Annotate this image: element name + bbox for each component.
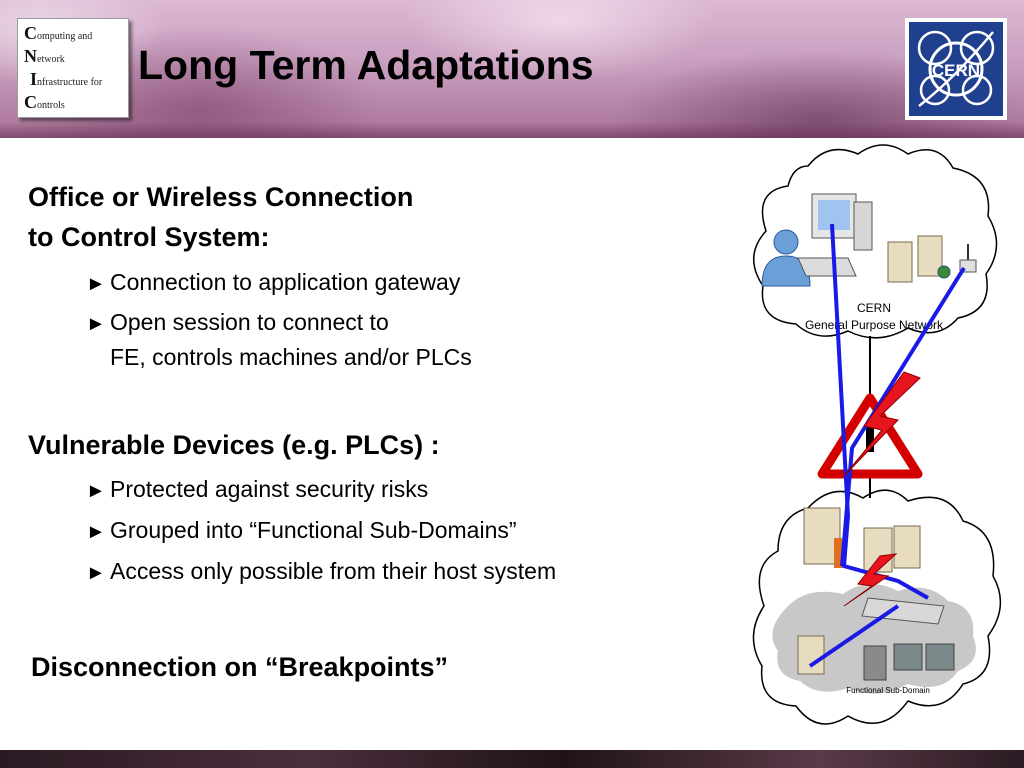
bullet-arrow-icon: ► <box>86 480 106 502</box>
server-icon <box>887 235 951 283</box>
subdomain-label: Functional Sub-Domain <box>846 686 930 695</box>
cern-logo-text: CERN <box>932 61 980 80</box>
lightning-bolt-icon-2 <box>843 553 898 607</box>
network-diagram: CERN General Purpose Network Functional … <box>752 144 1002 725</box>
lightning-bolt-icon <box>843 371 921 477</box>
logo-line-2: Network <box>24 46 65 66</box>
logo-line-4: Controls <box>24 92 65 112</box>
blue-link-plc <box>808 604 900 668</box>
bullet-arrow-icon: ► <box>86 562 106 584</box>
heading-disconnection: Disconnection on “Breakpoints” <box>31 652 449 682</box>
bullet-arrow-icon: ► <box>86 521 106 543</box>
header-banner: Computing and Network Infrastructure for… <box>0 0 1024 138</box>
logo-line-1: Computing and <box>24 23 93 43</box>
bullet-application-gateway: ►Connection to application gateway <box>86 266 460 301</box>
bullet-protected: ►Protected against security risks <box>86 473 428 508</box>
user-icon <box>761 229 811 287</box>
bullet-access-only: ►Access only possible from their host sy… <box>86 555 556 590</box>
slide-title: Long Term Adaptations <box>138 42 594 88</box>
cnic-logo: Computing and Network Infrastructure for… <box>17 18 129 118</box>
gpn-cloud <box>752 144 998 339</box>
logo-line-3: Infrastructure for <box>30 69 103 89</box>
bullet-grouped: ►Grouped into “Functional Sub-Domains” <box>86 514 517 549</box>
footer-band <box>0 750 1024 768</box>
warning-triangle-icon <box>817 393 923 479</box>
gpn-label-line1: CERN <box>857 301 891 315</box>
blue-link-antenna <box>840 266 966 567</box>
bullet-open-session: ►Open session to connect to FE, controls… <box>86 309 472 370</box>
bullet-arrow-icon: ► <box>86 313 106 335</box>
bullet-arrow-icon: ► <box>86 273 106 295</box>
cern-logo: CERN <box>905 18 1007 120</box>
plc-device-icon <box>797 635 955 681</box>
heading-vulnerable-devices: Vulnerable Devices (e.g. PLCs) : <box>28 430 440 460</box>
